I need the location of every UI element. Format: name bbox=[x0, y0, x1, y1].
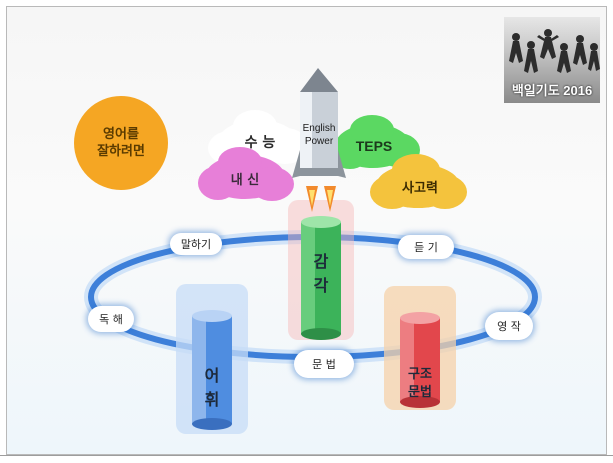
reading-pill: 독 해 bbox=[88, 306, 134, 332]
badge-caption: 백일기도 2016 bbox=[511, 83, 593, 98]
center-cylinder-label: 감 각 bbox=[301, 250, 341, 298]
right-cylinder-label-line1: 구조 bbox=[408, 367, 432, 382]
right-cylinder-label-line2: 문법 bbox=[408, 385, 432, 400]
listening-pill: 듣 기 bbox=[398, 235, 454, 259]
left-cylinder-label-line2: 휘 bbox=[204, 390, 220, 409]
rocket bbox=[292, 68, 346, 178]
teps-label: TEPS bbox=[355, 138, 393, 154]
rocket-flames bbox=[306, 186, 336, 212]
sagoryeok-label: 사고력 bbox=[402, 180, 438, 196]
right-cylinder-label: 구조 문법 bbox=[394, 366, 446, 402]
suneung-label: 수 능 bbox=[244, 135, 276, 151]
pink-cloud bbox=[198, 147, 294, 201]
goal-circle-line2: 잘하려면 bbox=[97, 144, 145, 159]
grammar-pill: 문 법 bbox=[294, 350, 354, 378]
goal-circle-line1: 영어를 bbox=[103, 127, 139, 142]
center-cylinder-label-line2: 각 bbox=[313, 276, 329, 295]
left-cylinder bbox=[176, 284, 248, 434]
rocket-text: English Power bbox=[298, 122, 340, 148]
slide-bottom-line bbox=[0, 455, 613, 456]
silhouettes-image bbox=[509, 29, 600, 73]
yellow-cloud bbox=[370, 154, 467, 209]
jumping-people-photo: 백일기도 2016 bbox=[504, 17, 600, 103]
left-cylinder-label: 어 휘 bbox=[192, 364, 232, 412]
center-cylinder-label-line1: 감 bbox=[313, 252, 329, 271]
speaking-pill: 말하기 bbox=[170, 233, 222, 255]
naesin-label: 내 신 bbox=[230, 172, 260, 188]
center-cylinder bbox=[288, 200, 354, 340]
goal-circle: 영어를 잘하려면 bbox=[74, 96, 168, 190]
left-cylinder-label-line1: 어 bbox=[204, 366, 220, 385]
writing-pill: 영 작 bbox=[485, 312, 533, 340]
right-cylinder bbox=[384, 286, 456, 410]
rocket-text-line2: Power bbox=[304, 136, 334, 147]
rocket-text-line1: English bbox=[302, 123, 336, 134]
